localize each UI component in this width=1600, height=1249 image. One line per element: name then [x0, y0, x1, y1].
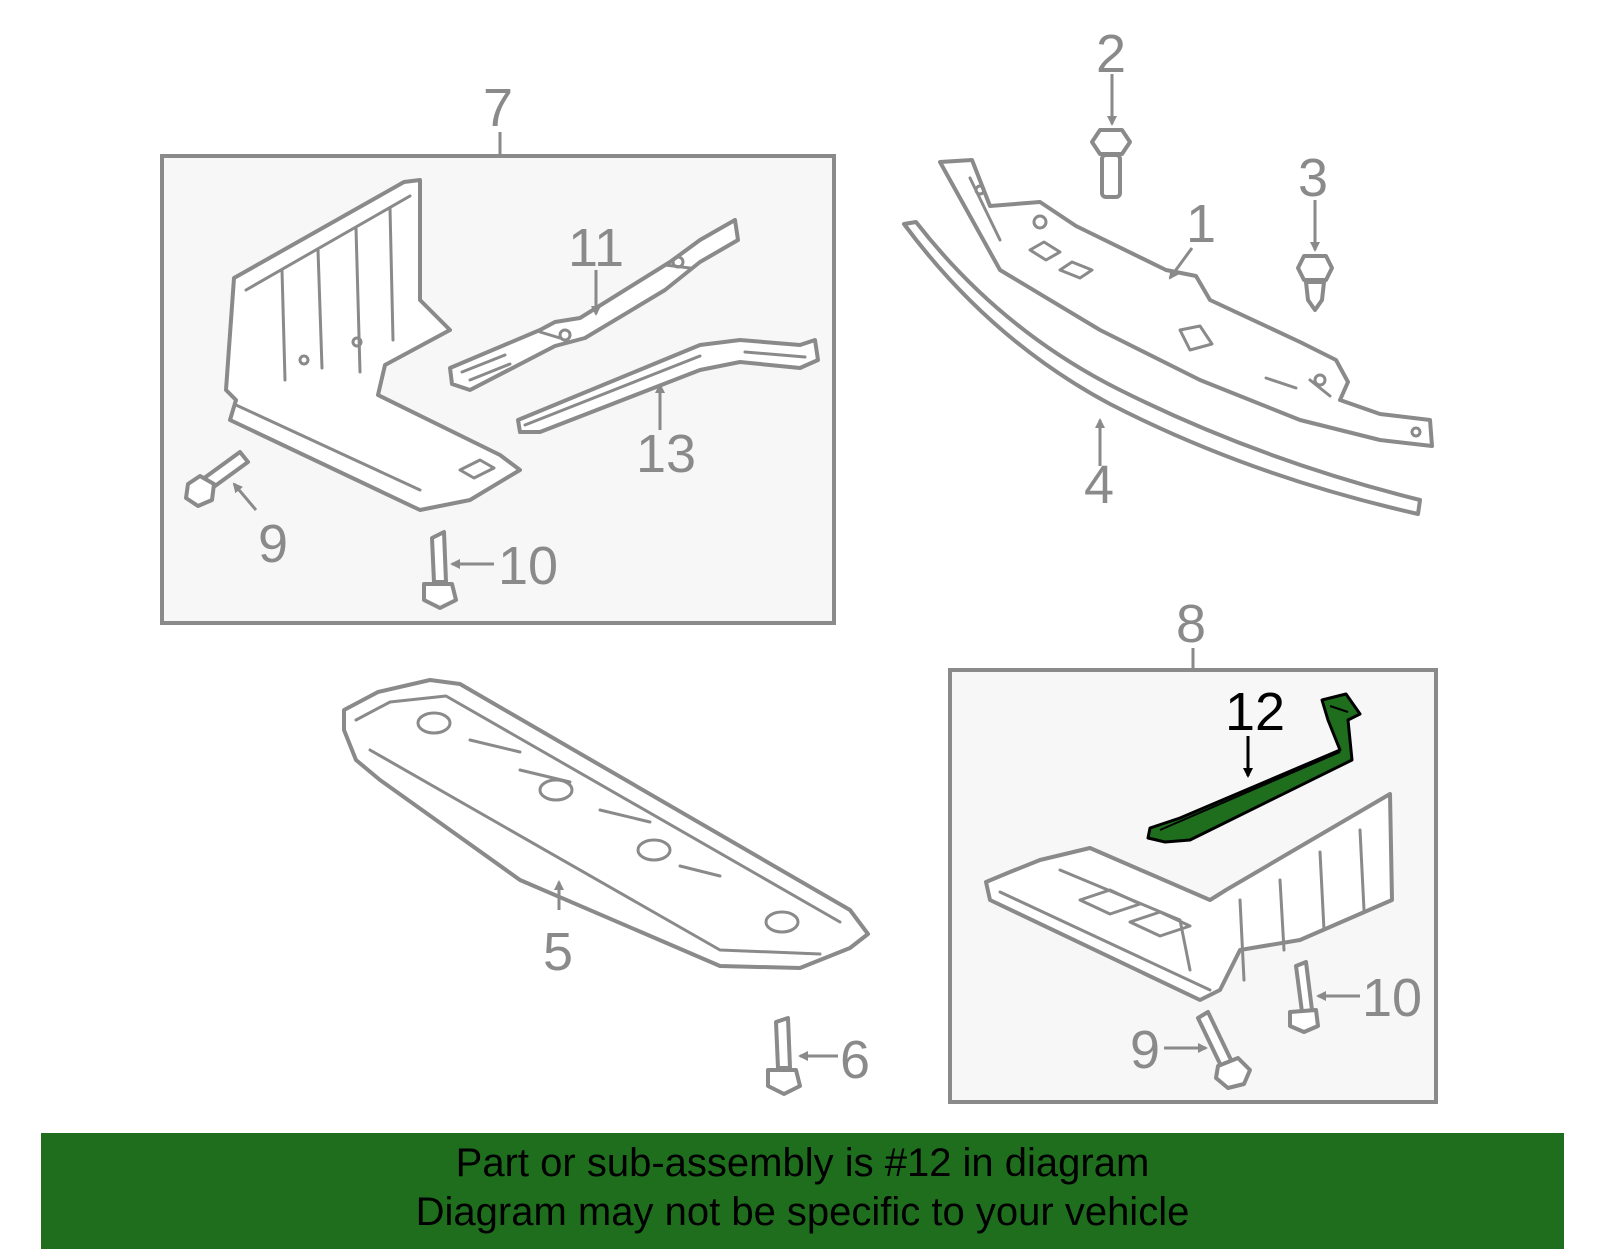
callout-1: 1	[1186, 194, 1216, 254]
part-6-bolt	[766, 1016, 802, 1096]
part-11-bracket	[448, 218, 740, 392]
callout-12: 12	[1225, 682, 1285, 742]
banner-line-1: Part or sub-assembly is #12 in diagram	[455, 1141, 1150, 1185]
part-2-bolt	[1090, 128, 1132, 199]
part-10-bolt-a	[422, 530, 458, 610]
callout-7: 7	[483, 78, 513, 138]
callout-8: 8	[1176, 594, 1206, 654]
part-7-lower-shield	[224, 178, 522, 512]
callout-9-b: 9	[1130, 1020, 1160, 1080]
callout-10-a: 10	[498, 536, 558, 596]
part-8-lower-shield	[984, 792, 1394, 1002]
part-1-support	[938, 158, 1434, 448]
callout-6: 6	[840, 1030, 870, 1090]
callout-9-a: 9	[258, 514, 288, 574]
banner-line-2: Diagram may not be specific to your vehi…	[415, 1190, 1190, 1234]
part-9-bolt-a	[184, 450, 250, 508]
callout-4: 4	[1084, 455, 1114, 515]
part-3-clip	[1296, 254, 1334, 312]
callout-3: 3	[1298, 148, 1328, 208]
part-4-seal	[902, 220, 1422, 516]
callout-13: 13	[636, 424, 696, 484]
part-13-bracket	[516, 338, 820, 434]
callout-10-b: 10	[1362, 968, 1422, 1028]
part-5-under-cover	[342, 678, 870, 970]
part-info-banner: Part or sub-assembly is #12 in diagram D…	[41, 1133, 1564, 1249]
callout-11: 11	[568, 218, 624, 278]
part-9-bolt-b	[1196, 1010, 1252, 1090]
callout-5: 5	[543, 922, 573, 982]
part-12-bracket-highlighted	[1146, 692, 1362, 844]
callout-2: 2	[1096, 24, 1126, 84]
part-10-bolt-b	[1288, 960, 1320, 1034]
